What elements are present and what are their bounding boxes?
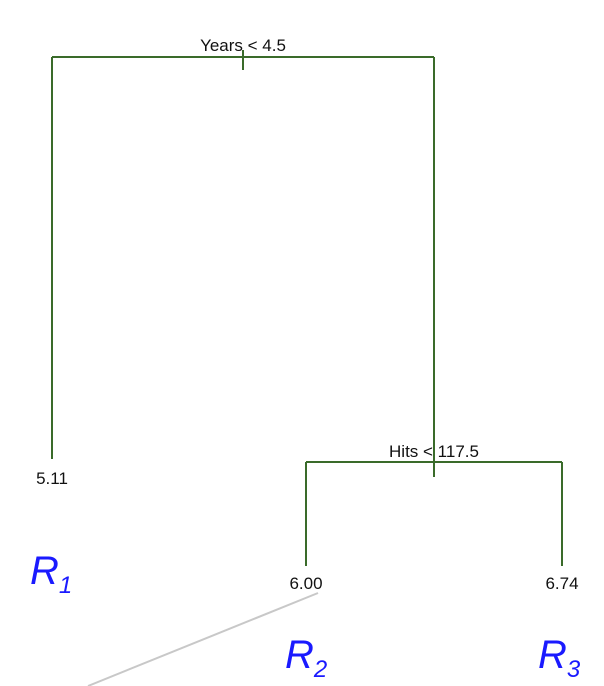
region-r3-subscript: 3 bbox=[567, 656, 581, 683]
pointer-line bbox=[87, 592, 319, 686]
region-r1-letter: R bbox=[30, 549, 59, 593]
region-r2-subscript: 2 bbox=[313, 656, 327, 683]
leaf-value-r3: 6.74 bbox=[545, 574, 578, 593]
root-split: Years < 4.5 bbox=[52, 36, 434, 70]
region-r1-subscript: 1 bbox=[59, 572, 72, 599]
region-r2-letter: R bbox=[285, 633, 314, 677]
inner-split-label: Hits < 117.5 bbox=[389, 442, 479, 461]
leaf-value-r2: 6.00 bbox=[289, 574, 322, 593]
region-label-r2: R2 bbox=[285, 633, 327, 683]
region-r3-letter: R bbox=[538, 633, 567, 677]
region-label-r1: R1 bbox=[30, 549, 72, 599]
leaf-value-r1: 5.11 bbox=[36, 469, 68, 488]
root-split-label: Years < 4.5 bbox=[200, 36, 286, 55]
inner-split: Hits < 117.5 bbox=[306, 442, 562, 463]
region-label-r3: R3 bbox=[538, 633, 581, 683]
